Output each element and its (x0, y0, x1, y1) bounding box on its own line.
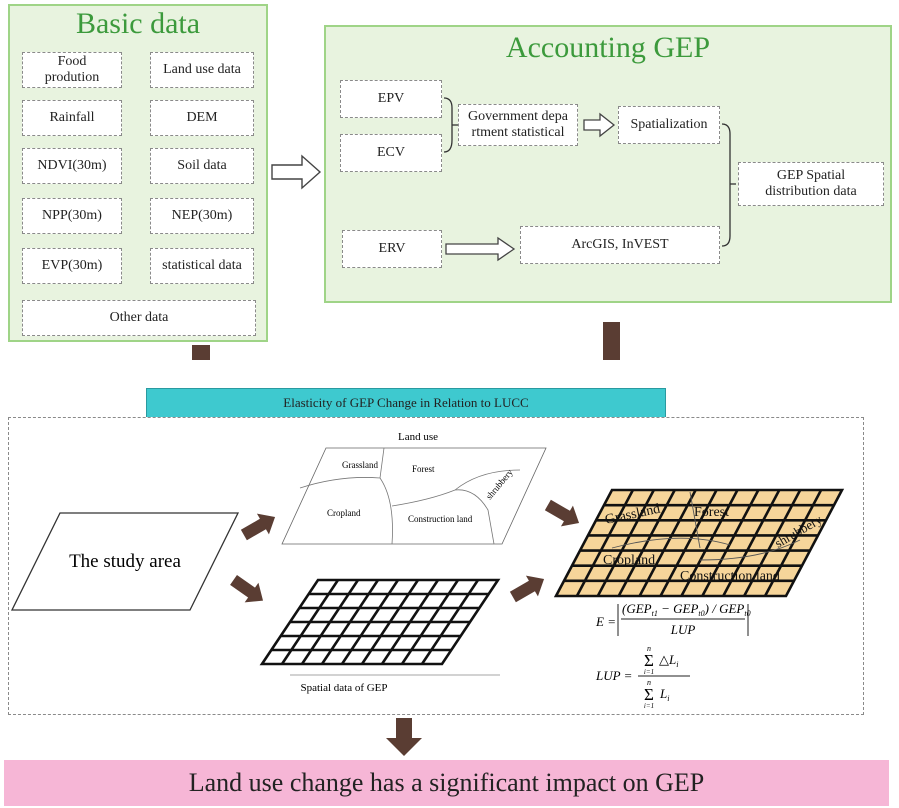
landuse-to-result-arrow (544, 499, 580, 527)
grid-to-result-arrow (509, 575, 545, 603)
grid-col-line (420, 579, 480, 665)
land-use-forest: Forest (412, 464, 435, 474)
e-lhs: E = (595, 614, 616, 629)
basic-data-item: Soil data (150, 148, 254, 184)
elasticity-formula: E = (GEPt1 − GEPt0) / GEPt0 LUP (595, 601, 751, 637)
epv-box: EPV (340, 80, 442, 118)
lup-sum-top-i: i=1 (644, 668, 654, 676)
accounting-down-arrow (603, 322, 620, 360)
accounting-gep-title: Accounting GEP (505, 31, 711, 64)
grid-col-line (596, 489, 655, 597)
study-to-grid-arrow (230, 575, 264, 603)
land-use-map-outline (281, 447, 547, 545)
basic-down-arrow (192, 345, 210, 360)
basic-to-accounting-arrow (271, 154, 322, 190)
grid-col-line (280, 579, 340, 665)
study-area-label: The study area (69, 551, 181, 572)
grid-col-line (575, 489, 635, 597)
epv-ecv-bracket (443, 97, 453, 153)
land-use-grassland: Grassland (342, 460, 378, 470)
spatial-data-caption: Spatial data of GEP (300, 682, 387, 694)
lup-sum-top-sigma: Σ (644, 651, 654, 670)
gep-spatial-grid (259, 578, 501, 666)
lup-sum-bot-i: i=1 (644, 702, 654, 710)
other-data-box: Other data (22, 300, 256, 336)
basic-data-item: statistical data (150, 248, 254, 284)
spatialization-box: Spatialization (618, 106, 720, 144)
grid-col-line (722, 489, 781, 597)
conclusion-down-arrow (386, 718, 422, 756)
land-use-boundaries (299, 447, 521, 545)
result-boundaries (611, 491, 801, 561)
basic-data-item: NEP(30m) (150, 198, 254, 234)
lup-sum-top-n: n (647, 644, 651, 653)
e-denominator: LUP (670, 622, 696, 637)
grid-col-line (360, 579, 420, 665)
grid-col-line (701, 489, 760, 597)
study-area-shape (10, 512, 240, 611)
gep-bracket (721, 123, 731, 247)
lup-lhs: LUP = (595, 668, 632, 683)
elasticity-banner: Elasticity of GEP Change in Relation to … (146, 388, 666, 418)
basic-data-item: Land use data (150, 52, 254, 88)
study-to-landuse-arrow (240, 513, 276, 541)
grid-col-line (340, 579, 400, 665)
grid-col-line (638, 489, 697, 597)
government-line-2: rtment statistical (471, 125, 565, 140)
basic-data-item: DEM (150, 100, 254, 136)
arcgis-invest-box: ArcGIS, InVEST (520, 226, 720, 264)
gep-spatial-distribution-box: GEP Spatial distribution data (738, 162, 884, 206)
e-numerator: (GEPt1 − GEPt0) / GEPt0 (622, 601, 751, 618)
basic-data-title: Basic data (75, 7, 201, 40)
erv-to-arcgis-arrow (445, 236, 516, 262)
result-cropland: Cropland (603, 553, 655, 568)
ecv-box: ECV (340, 134, 442, 172)
erv-box: ERV (342, 230, 442, 268)
grid-col-line (300, 579, 360, 665)
grid-col-line (380, 579, 440, 665)
basic-data-item: NPP(30m) (22, 198, 122, 234)
lup-sum-bot-n: n (647, 678, 651, 687)
government-statistical-box: Government depa rtment statistical (458, 104, 578, 146)
lup-num-term: △Li (659, 652, 678, 669)
land-use-cropland: Cropland (327, 508, 361, 518)
grid-col-line (320, 579, 380, 665)
basic-data-item: Rainfall (22, 100, 122, 136)
gep-spatial-line-1: GEP Spatial (776, 168, 846, 183)
grid-col-line (680, 489, 739, 597)
grid-col-line (659, 489, 718, 597)
lup-den-term: Li (659, 686, 669, 703)
government-line-1: Government depa (468, 109, 568, 124)
basic-data-item: NDVI(30m) (22, 148, 122, 184)
lup-formula: LUP = n Σ i=1 △Li n Σ i=1 Li (595, 644, 690, 710)
grid-col-line (743, 489, 802, 597)
result-construction: Construction land (680, 569, 780, 584)
grid-col-line (617, 489, 676, 597)
conclusion-banner: Land use change has a significant impact… (4, 760, 889, 806)
land-use-construction: Construction land (408, 514, 473, 524)
basic-data-item: Food prodution (22, 52, 122, 88)
accounting-connectors (192, 97, 736, 360)
basic-data-item: EVP(30m) (22, 248, 122, 284)
grid-col-line (400, 579, 460, 665)
gep-spatial-line-2: distribution data (765, 184, 857, 199)
result-forest: Forest (694, 505, 729, 520)
lup-sum-bot-sigma: Σ (644, 685, 654, 704)
gov-to-spatialization-arrow (583, 112, 616, 138)
land-use-title: Land use (398, 431, 438, 443)
